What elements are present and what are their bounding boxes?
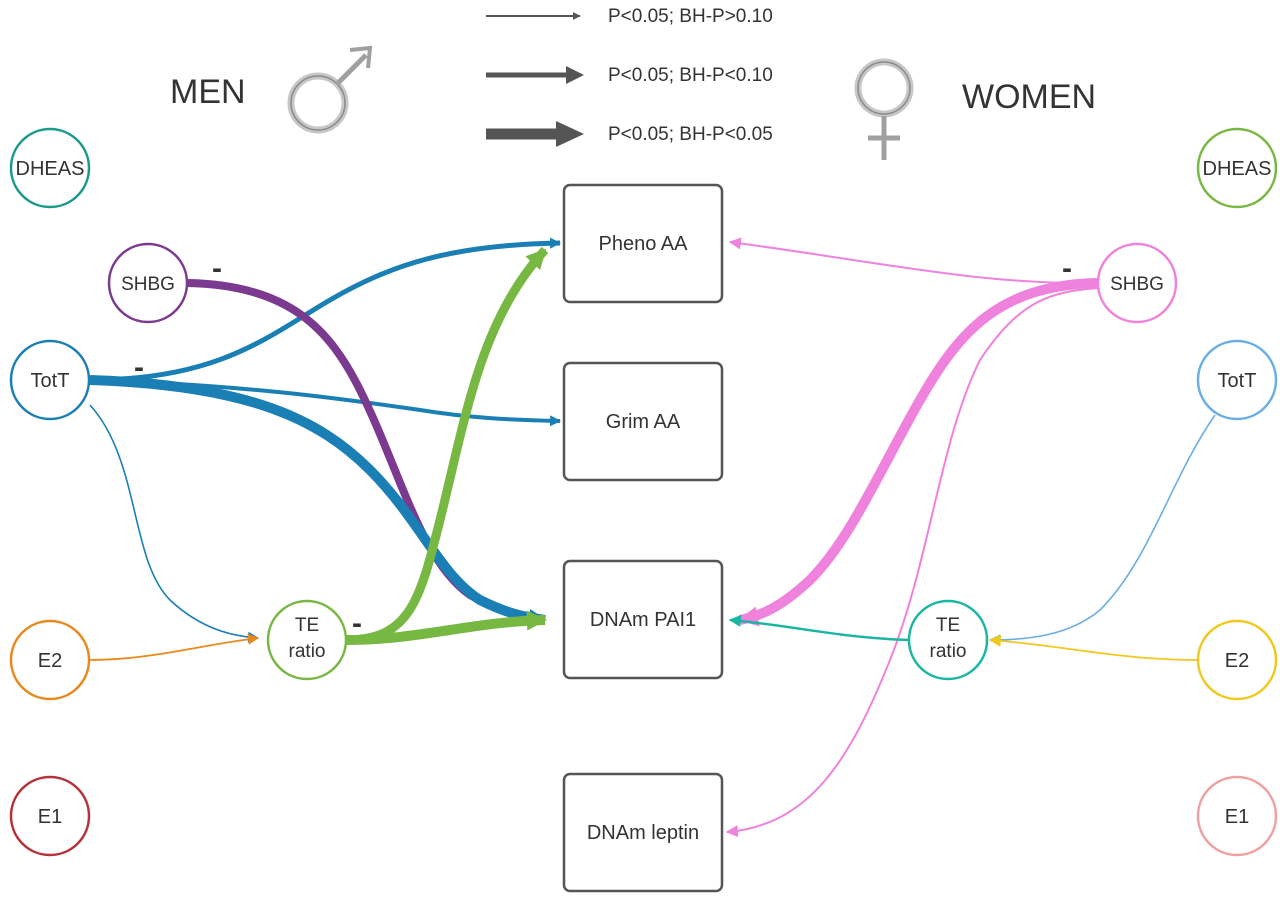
men-node-e1-label: E1 [38,806,62,828]
legend-label-medium: P<0.05; BH-P<0.10 [608,65,773,86]
women-node-tott: TotT [1196,339,1278,421]
outcome-box-grim: Grim AA [562,361,724,482]
edge-men-tott-pai1 [89,375,547,627]
outcome-box-leptin: DNAm leptin [562,772,724,893]
men-node-shbg: SHBG [107,242,189,324]
women-node-e2-label: E2 [1225,650,1249,672]
edge-women-tott-te [988,414,1216,646]
negative-marks: - - - - [134,252,1072,640]
edge-women-shbg-pai1 [738,278,1099,627]
women-node-te-ratio: TE ratio [907,599,989,681]
men-node-e2: E2 [9,619,91,701]
neg-mark-men-shbg: - [212,252,222,285]
women-node-te-ratio-line1: TE [936,615,960,636]
women-node-te-ratio-line2: ratio [930,641,967,662]
outcome-box-pheno: Pheno AA [562,183,724,304]
outcome-label-pheno: Pheno AA [599,233,689,255]
edge-women-shbg-pheno [728,237,1099,285]
men-node-dheas: DHEAS [9,127,91,209]
edge-women-e2-te [988,634,1198,661]
legend: P<0.05; BH-P>0.10 P<0.05; BH-P<0.10 P<0.… [486,6,773,147]
men-heading: MEN [170,73,246,111]
men-node-te-ratio-line1: TE [295,615,319,636]
men-node-e2-label: E2 [38,650,62,672]
edge-men-tott-pheno [89,237,562,383]
female-symbol-icon [854,58,914,160]
outcome-box-pai1: DNAm PAI1 [562,559,724,680]
outcome-label-leptin: DNAm leptin [587,822,699,844]
legend-arrowhead-thick [556,121,584,147]
edge-women-te-pai1 [728,614,910,642]
men-node-dheas-label: DHEAS [16,158,85,180]
women-node-dheas: DHEAS [1196,127,1278,209]
women-node-dheas-label: DHEAS [1203,158,1272,180]
male-symbol-icon [287,45,373,134]
edge-men-e2-te [89,633,260,661]
women-node-e2: E2 [1196,619,1278,701]
neg-mark-men-te: - [352,607,362,640]
women-node-e1: E1 [1196,775,1278,857]
women-node-tott-label: TotT [1218,370,1257,392]
legend-arrowhead-medium [566,66,584,84]
neg-mark-women-shbg: - [1062,252,1072,285]
outcome-label-grim: Grim AA [606,411,681,433]
women-node-shbg: SHBG [1096,242,1178,324]
women-heading: WOMEN [962,78,1096,116]
edges-men [89,237,562,661]
men-node-te-ratio: TE ratio [266,599,348,681]
legend-label-thick: P<0.05; BH-P<0.05 [608,124,773,145]
edge-men-tott-te [89,404,260,643]
edge-women-shbg-leptin [725,287,1099,838]
edge-men-te-pai1 [345,610,547,645]
outcome-label-pai1: DNAm PAI1 [590,609,696,631]
men-node-shbg-label: SHBG [121,274,175,295]
men-node-e1: E1 [9,775,91,857]
men-node-tott-label: TotT [31,370,70,392]
women-node-e1-label: E1 [1225,806,1249,828]
women-node-shbg-label: SHBG [1110,274,1164,295]
edge-men-te-pheno [345,246,549,645]
edges-women [725,237,1216,838]
legend-label-thin: P<0.05; BH-P>0.10 [608,6,773,27]
neg-mark-men-tott: - [134,351,144,384]
men-node-tott: TotT [9,339,91,421]
men-node-te-ratio-line2: ratio [289,641,326,662]
